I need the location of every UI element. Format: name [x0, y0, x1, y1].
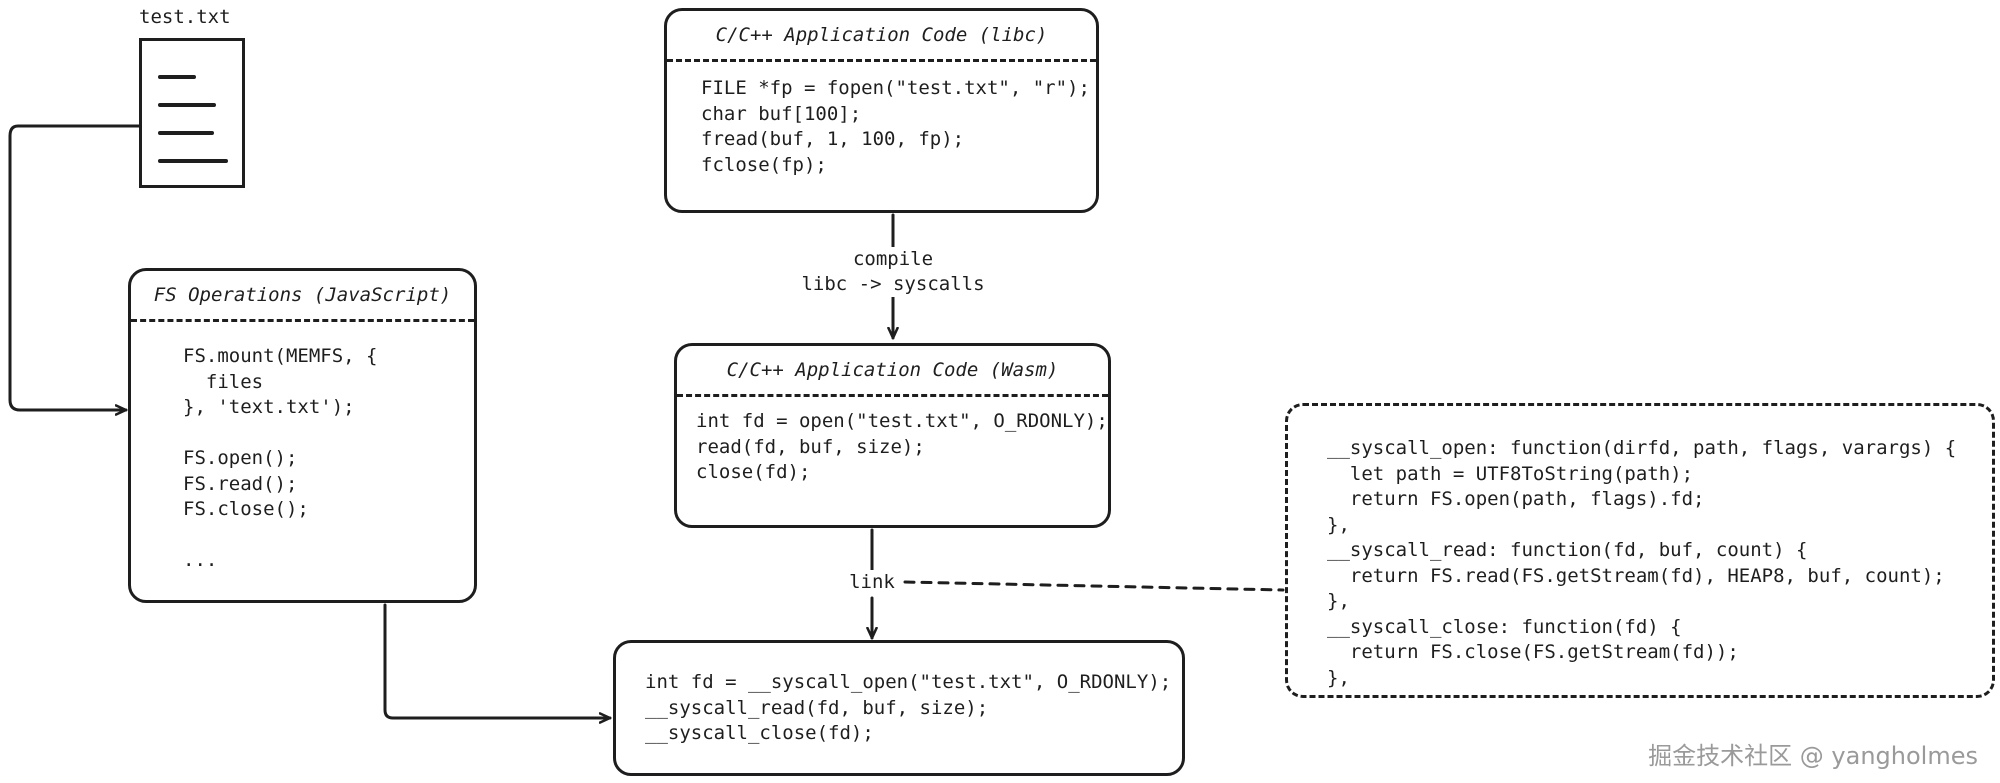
fs-operations-box: FS Operations (JavaScript) FS.mount(MEMF…: [128, 268, 477, 603]
text-file-icon: [139, 38, 245, 188]
wasm-code: int fd = open("test.txt", O_RDONLY); rea…: [696, 410, 1108, 483]
link-label: link: [842, 570, 902, 595]
arrow-file-to-fs: [8, 124, 141, 410]
syscall-impl-code: __syscall_open: function(dirfd, path, fl…: [1327, 437, 1957, 689]
syscall-code-box: int fd = __syscall_open("test.txt", O_RD…: [613, 640, 1185, 776]
wasm-box-title: C/C++ Application Code (Wasm): [677, 346, 1108, 397]
libc-code: FILE *fp = fopen("test.txt", "r"); char …: [701, 77, 1090, 176]
libc-code-box: C/C++ Application Code (libc) FILE *fp =…: [664, 8, 1099, 213]
arrow-fs-to-syscall: [383, 603, 612, 718]
syscall-code: int fd = __syscall_open("test.txt", O_RD…: [645, 671, 1172, 744]
watermark: 掘金技术社区 @ yangholmes: [1648, 742, 1978, 770]
libc-box-title: C/C++ Application Code (libc): [667, 11, 1096, 62]
fs-code: FS.mount(MEMFS, { files }, 'text.txt'); …: [183, 345, 378, 571]
syscall-impl-box: __syscall_open: function(dirfd, path, fl…: [1285, 403, 1995, 698]
wasm-code-box: C/C++ Application Code (Wasm) int fd = o…: [674, 343, 1111, 528]
dashed-link-to-impl: [903, 580, 1285, 592]
compile-label: compile libc -> syscalls: [793, 247, 993, 297]
fs-box-title: FS Operations (JavaScript): [131, 271, 474, 322]
file-name-label: test.txt: [139, 6, 231, 28]
